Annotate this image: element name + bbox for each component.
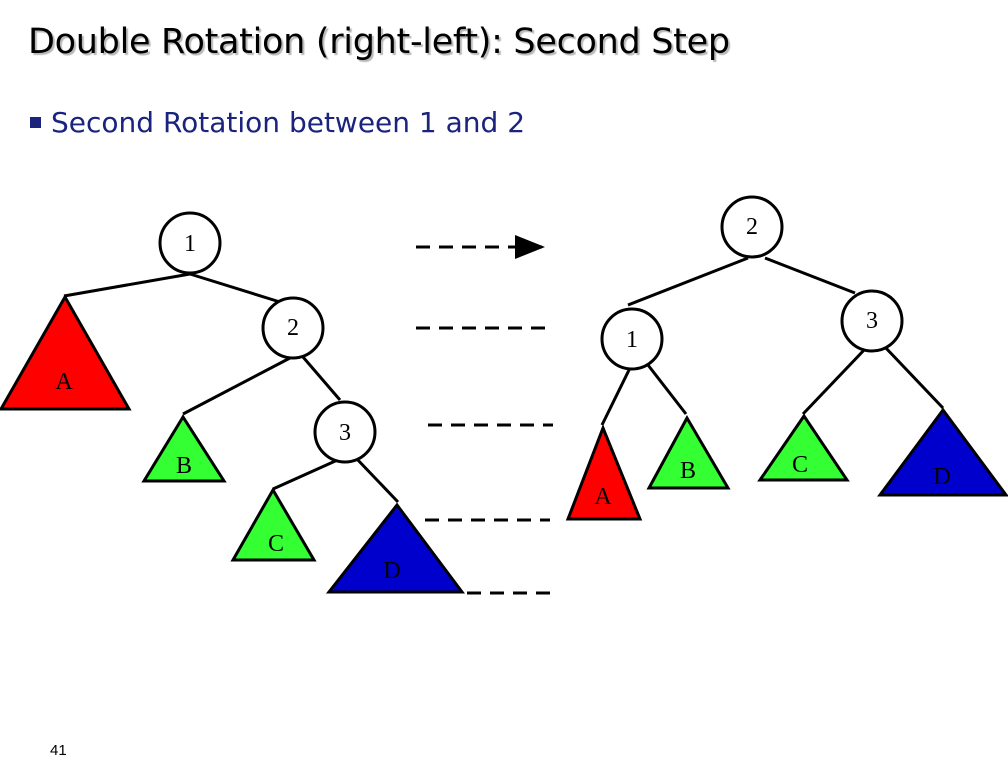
- before-edge-2-b: [182, 356, 291, 416]
- bullet-text: Second Rotation between 1 and 2: [51, 106, 526, 139]
- before-node-2: 2: [261, 296, 325, 360]
- after-edge-2-3: [764, 256, 856, 295]
- after-node-2-label: 2: [746, 214, 758, 240]
- after-tree: [600, 256, 945, 426]
- before-subtree-c-label: C: [268, 531, 284, 557]
- after-subtree-b-label: B: [680, 458, 696, 484]
- after-subtree-d: D: [877, 407, 1008, 497]
- before-node-2-label: 2: [287, 315, 299, 341]
- before-subtree-b-label: B: [176, 453, 192, 479]
- before-subtree-b: B: [141, 414, 227, 483]
- after-node-1: 1: [600, 307, 664, 371]
- after-edge-3-c: [801, 346, 868, 416]
- before-subtree-d: D: [325, 502, 465, 594]
- after-edge-1-b: [646, 364, 688, 415]
- before-node-1-label: 1: [184, 231, 196, 257]
- before-edge-3-c: [272, 456, 343, 491]
- bullet-square-icon: [30, 117, 41, 128]
- before-edge-2-3: [301, 356, 342, 401]
- after-node-2: 2: [720, 195, 784, 259]
- bullet-item: Second Rotation between 1 and 2: [30, 106, 525, 139]
- before-edge-1-2: [189, 272, 281, 304]
- after-subtree-b: B: [646, 414, 731, 490]
- before-tree: [63, 272, 400, 504]
- before-subtree-a-label: A: [55, 369, 73, 395]
- after-subtree-a: A: [565, 423, 643, 521]
- after-subtree-c: C: [757, 413, 850, 482]
- after-node-3-label: 3: [866, 308, 878, 334]
- after-edge-3-d: [882, 344, 945, 410]
- after-edge-2-1: [627, 256, 749, 307]
- dashed-connectors: [416, 235, 553, 595]
- after-subtree-d-label: D: [933, 464, 950, 490]
- after-node-3: 3: [840, 289, 904, 353]
- slide-title: Double Rotation (right-left): Second Ste…: [28, 22, 730, 62]
- after-subtree-c-label: C: [792, 452, 808, 478]
- before-edge-1-a: [63, 272, 191, 298]
- before-edge-3-d: [353, 455, 400, 504]
- after-subtree-a-label: A: [594, 484, 612, 510]
- before-node-1: 1: [158, 211, 222, 275]
- before-subtree-c: C: [230, 487, 317, 562]
- before-node-3: 3: [313, 400, 377, 464]
- before-subtree-d-label: D: [383, 558, 400, 584]
- page-number: 41: [50, 742, 67, 759]
- after-node-1-label: 1: [626, 327, 638, 353]
- after-edge-1-a: [600, 367, 632, 426]
- before-subtree-a: A: [0, 293, 132, 411]
- before-node-3-label: 3: [339, 420, 351, 446]
